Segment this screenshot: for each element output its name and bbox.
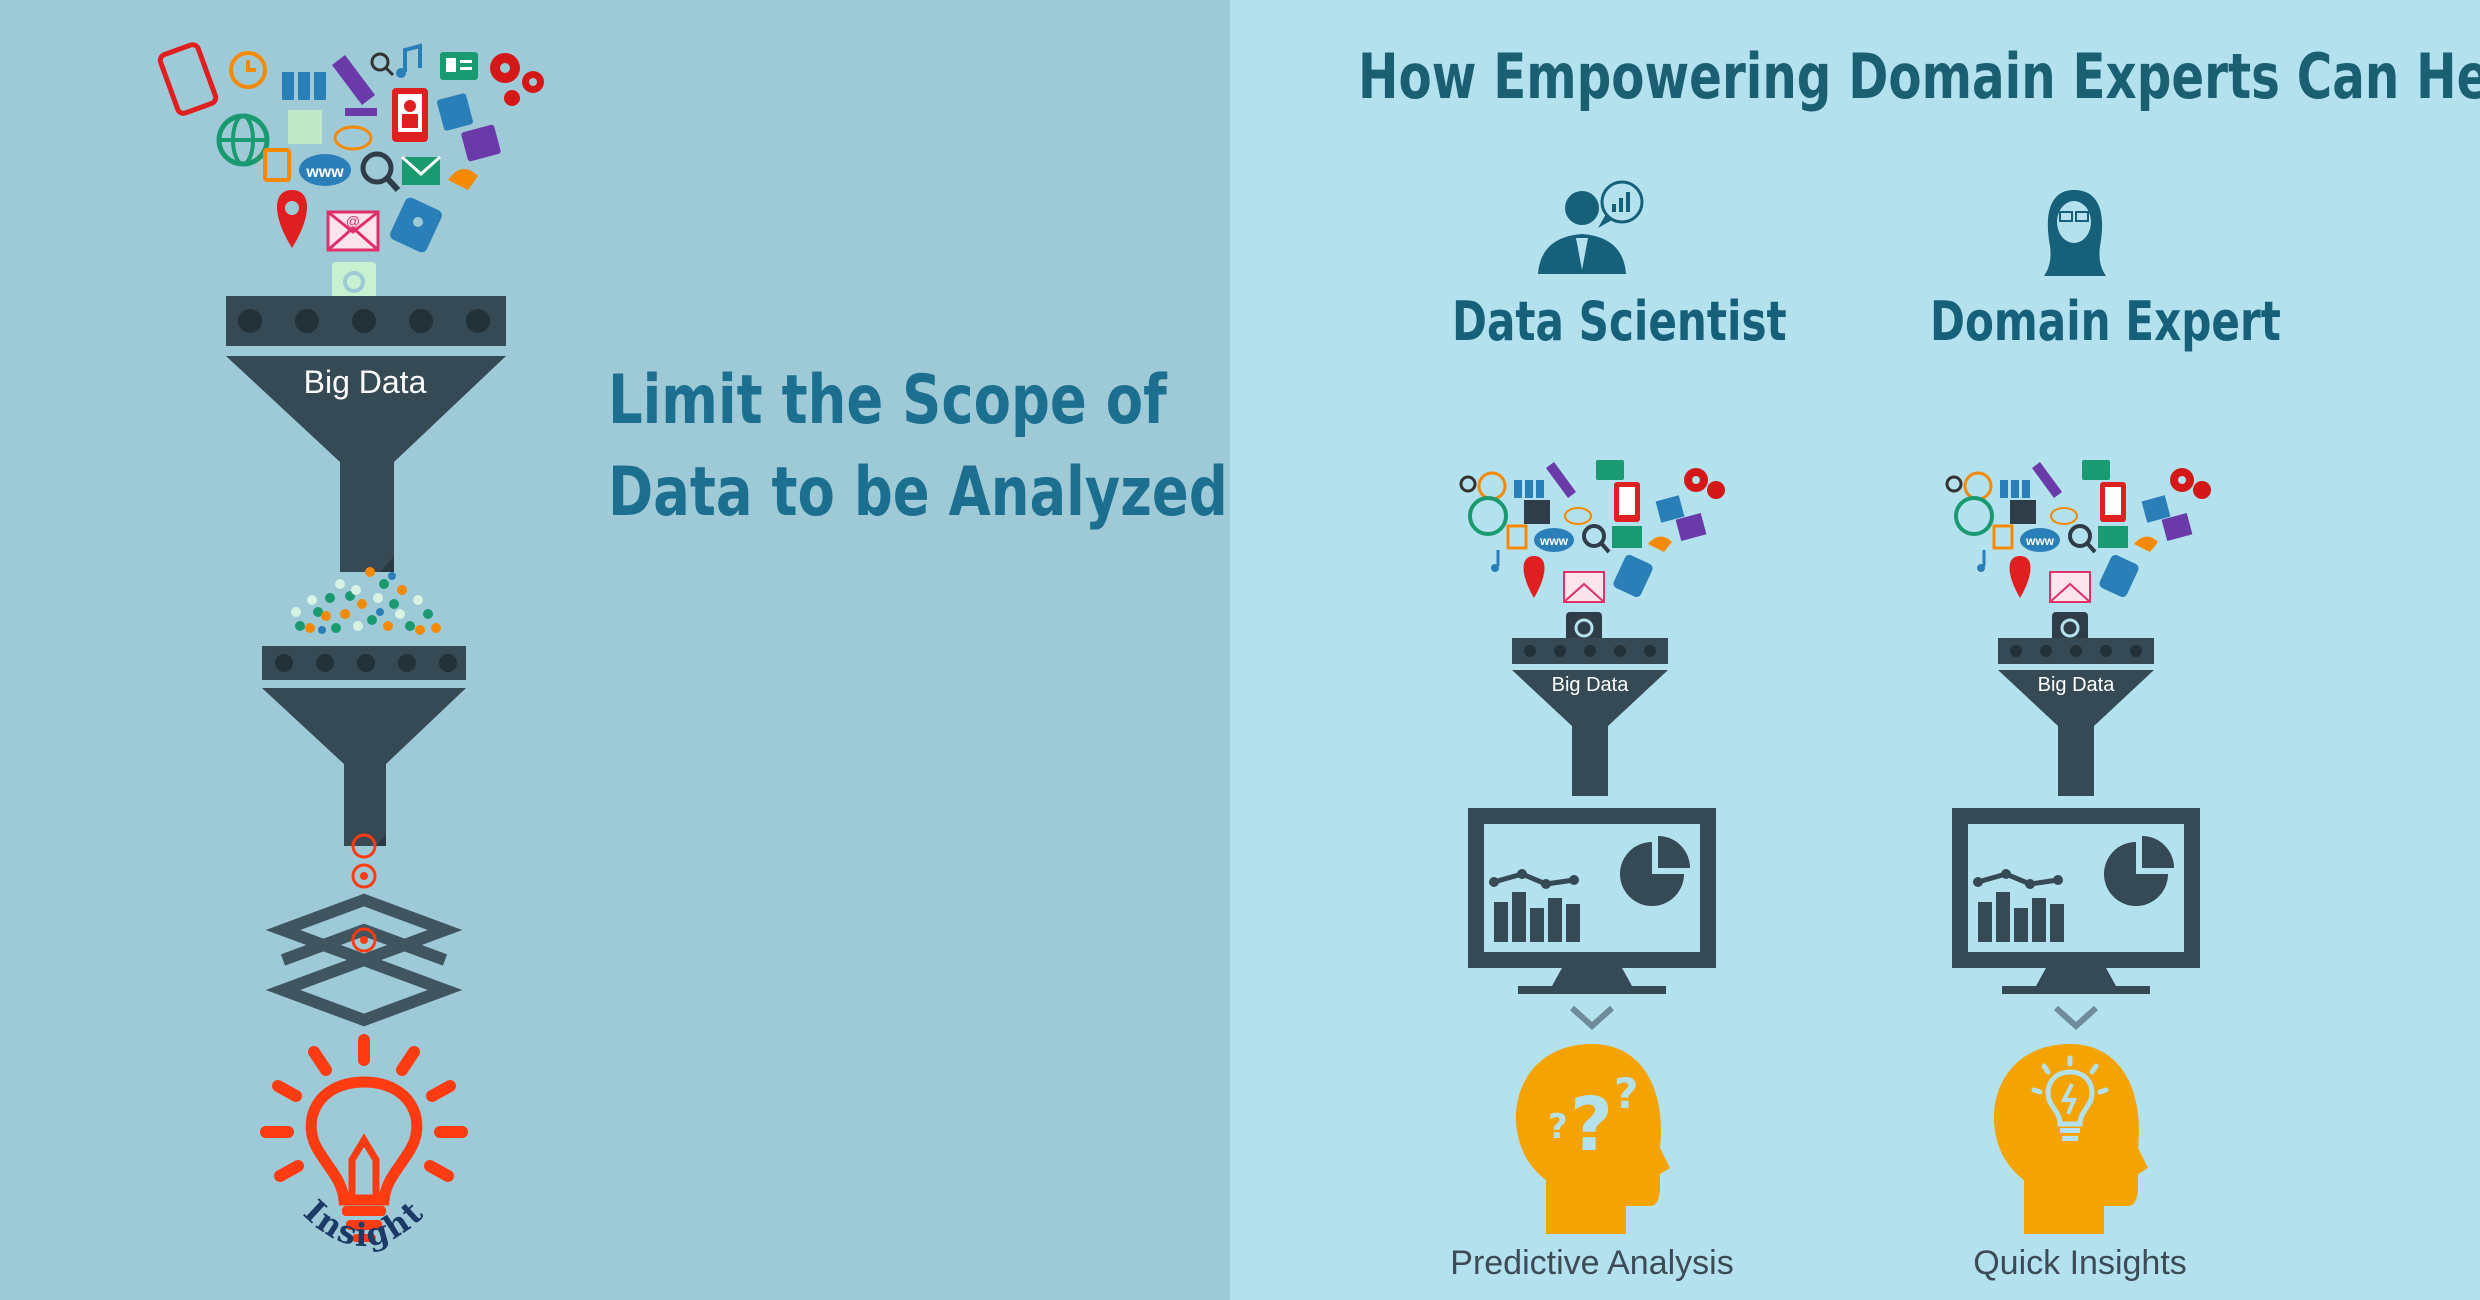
data-scientist-pipeline <box>1459 458 1727 1026</box>
insight-lightbulb-icon <box>260 1034 468 1242</box>
svg-text:www: www <box>305 164 344 181</box>
svg-text:?: ? <box>1614 1069 1638 1118</box>
globe-icon <box>216 113 270 167</box>
analytics-monitor-icon <box>1952 808 2200 994</box>
layers-icon <box>265 893 463 1027</box>
right-panel <box>1230 0 2480 1300</box>
data-scientist-person-icon <box>1538 180 1644 274</box>
mini-data-icons <box>1459 458 1727 646</box>
microscope-icon <box>332 55 377 116</box>
question-marks-head-icon: ? ? ? <box>1515 1044 1670 1234</box>
mini-funnel-label: Big Data <box>2037 674 2115 696</box>
lightbulb-head-icon <box>1993 1044 2148 1234</box>
quick-insights-caption: Quick Insights <box>1973 1244 2187 1282</box>
left-headline-line1: Limit the Scope of <box>608 361 1167 440</box>
email-envelope-icon: @ <box>326 210 380 252</box>
clipboard-icon <box>263 148 291 182</box>
contact-card-icon <box>392 88 428 142</box>
svg-text:@: @ <box>346 213 360 229</box>
funnel-body <box>226 356 506 572</box>
svg-text:?: ? <box>1548 1107 1568 1147</box>
binders-icon <box>282 72 326 100</box>
domain-expert-pipeline <box>1945 458 2213 1026</box>
left-headline-line2: Data to be Analyzed <box>608 453 1228 532</box>
envelope-icon <box>400 155 442 185</box>
chat-bubble-icon <box>333 125 373 151</box>
camera-icon <box>332 262 376 298</box>
mini-funnel <box>1998 638 2154 796</box>
mini-funnel-label: Big Data <box>1551 674 1629 696</box>
left-panel <box>0 0 1230 1300</box>
magnifier-icon <box>360 151 401 193</box>
www-globe-icon: www <box>299 154 351 186</box>
document-person-icon <box>437 93 473 131</box>
predictive-analysis-caption: Predictive Analysis <box>1450 1244 1734 1282</box>
svg-text:?: ? <box>1570 1082 1613 1168</box>
domain-expert-person-icon <box>2044 190 2106 276</box>
right-title: How Empowering Domain Experts Can Help? <box>1358 40 2480 113</box>
smartphone-icon <box>157 42 219 116</box>
gears-icon <box>490 53 544 106</box>
mini-data-icons <box>1945 458 2213 646</box>
music-note-icon <box>396 43 422 78</box>
spreadsheet-icon <box>288 110 322 144</box>
photo-tag-icon <box>390 197 442 253</box>
second-funnel <box>262 646 466 846</box>
left-headline: Limit the Scope of Data to be Analyzed <box>608 355 1228 539</box>
filtered-data-particles <box>291 567 441 635</box>
refined-data-drops <box>351 833 377 889</box>
big-data-funnel <box>226 296 506 572</box>
mini-funnel <box>1512 638 1668 796</box>
clock-icon <box>229 51 267 89</box>
magnifier-small-icon <box>370 52 395 77</box>
location-pin-icon <box>277 190 307 248</box>
analytics-monitor-icon <box>1468 808 1716 994</box>
calendar-icon <box>461 124 501 162</box>
handshake-icon <box>448 168 478 190</box>
data-scientist-title: Data Scientist <box>1452 290 1787 353</box>
id-card-icon <box>440 52 478 80</box>
domain-expert-title: Domain Expert <box>1930 290 2281 353</box>
data-icons-cloud: www @ <box>157 42 544 298</box>
chevron-down-icon <box>2056 1008 2096 1026</box>
big-data-funnel-label: Big Data <box>303 364 427 400</box>
chevron-down-icon <box>1572 1008 1612 1026</box>
